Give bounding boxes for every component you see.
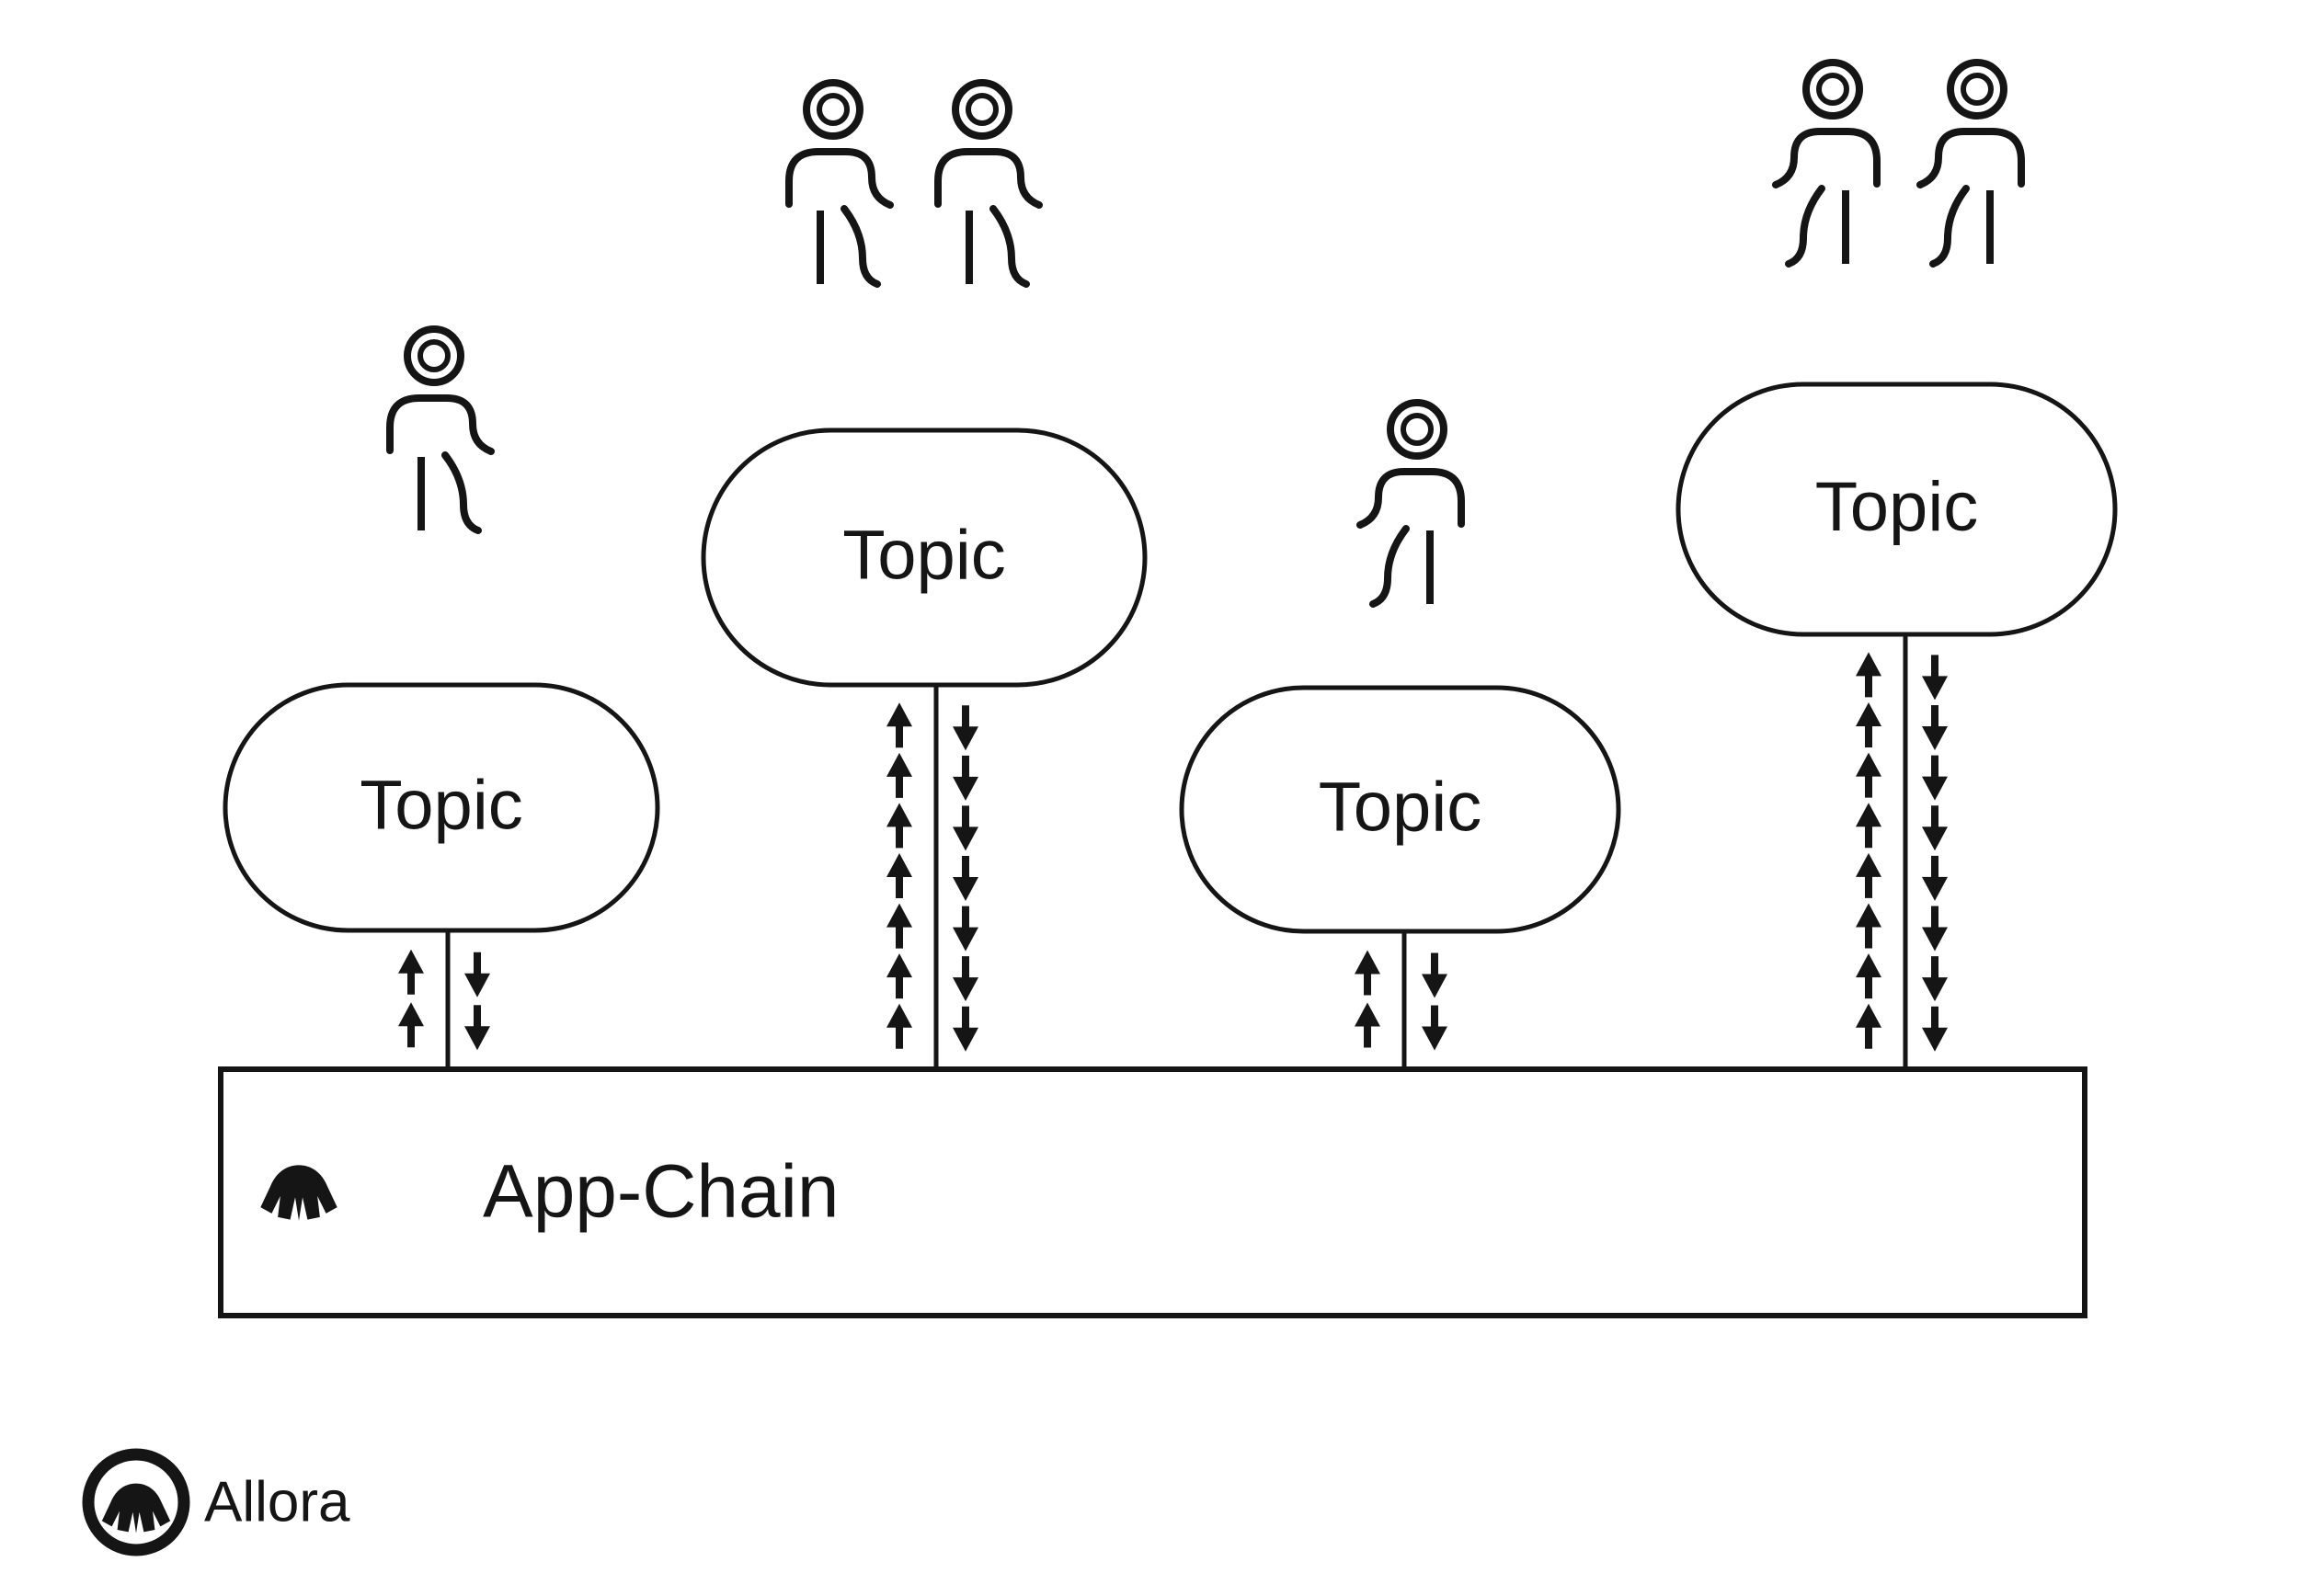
arrow-down-icon bbox=[1922, 1007, 1948, 1052]
app-chain-bar[interactable]: App-Chain bbox=[218, 1066, 2087, 1318]
brand-name: Allora bbox=[204, 1470, 350, 1533]
topic-label: Topic bbox=[1319, 769, 1481, 847]
topic-label: Topic bbox=[842, 517, 1005, 595]
arrow-up-icon bbox=[886, 753, 912, 798]
topic-pill[interactable] bbox=[223, 682, 660, 933]
arrow-up-icon bbox=[886, 904, 912, 949]
topic-pill[interactable] bbox=[1675, 382, 2118, 637]
person-icon bbox=[390, 329, 491, 530]
arrow-down-icon bbox=[1922, 805, 1948, 850]
person-icon bbox=[1920, 63, 2021, 264]
app-chain-label: App-Chain bbox=[483, 1150, 839, 1234]
arrow-down-icon bbox=[953, 756, 978, 801]
allora-circle-shell-icon bbox=[82, 1448, 190, 1556]
topic-pill[interactable] bbox=[1179, 685, 1621, 934]
arrow-down-icon bbox=[1922, 956, 1948, 1001]
arrow-up-icon bbox=[1856, 652, 1881, 697]
arrow-down-icon bbox=[1922, 756, 1948, 801]
topic-group: Topic bbox=[223, 329, 660, 1069]
arrow-down-icon bbox=[1922, 705, 1948, 750]
arrow-down-icon bbox=[1922, 856, 1948, 901]
arrow-up-icon bbox=[1856, 953, 1881, 998]
arrow-up-icon bbox=[1856, 803, 1881, 848]
arrow-down-icon bbox=[1422, 1006, 1447, 1051]
arrow-up-icon bbox=[886, 953, 912, 998]
topic-label: Topic bbox=[360, 767, 522, 845]
person-icon bbox=[1360, 403, 1461, 604]
arrow-up-icon bbox=[886, 1004, 912, 1049]
app-chain-rect bbox=[218, 1066, 2087, 1318]
topic-pill[interactable] bbox=[701, 428, 1148, 688]
arrow-up-icon bbox=[1856, 1004, 1881, 1049]
person-icon bbox=[1776, 63, 1877, 264]
arrow-down-icon bbox=[1422, 953, 1447, 998]
arrow-up-icon bbox=[1856, 702, 1881, 747]
person-icon bbox=[789, 83, 890, 284]
person-icon bbox=[938, 83, 1039, 284]
arrow-up-icon bbox=[886, 853, 912, 898]
arrow-up-icon bbox=[1355, 1003, 1380, 1048]
arrow-down-icon bbox=[953, 956, 978, 1001]
arrow-down-icon bbox=[953, 1007, 978, 1052]
arrow-down-icon bbox=[1922, 655, 1948, 700]
arrow-up-icon bbox=[1856, 903, 1881, 948]
arrow-down-icon bbox=[1922, 906, 1948, 951]
arrow-up-icon bbox=[398, 950, 424, 995]
arrow-up-icon bbox=[398, 1002, 424, 1047]
arrow-up-icon bbox=[1355, 951, 1380, 996]
footer-brand: Allora bbox=[82, 1448, 350, 1556]
arrow-down-icon bbox=[953, 805, 978, 850]
topic-label: Topic bbox=[1815, 468, 1978, 546]
arrow-down-icon bbox=[953, 705, 978, 750]
topic-group: Topic bbox=[1179, 403, 1621, 1069]
arrow-up-icon bbox=[1856, 753, 1881, 798]
arrow-up-icon bbox=[886, 702, 912, 747]
arrow-down-icon bbox=[953, 856, 978, 901]
arrow-up-icon bbox=[1856, 853, 1881, 898]
topic-group: Topic bbox=[1675, 63, 2118, 1069]
arrow-down-icon bbox=[464, 1005, 490, 1050]
arrow-up-icon bbox=[886, 803, 912, 848]
arrow-down-icon bbox=[953, 906, 978, 952]
arrow-down-icon bbox=[464, 952, 490, 998]
topic-group: Topic bbox=[701, 83, 1148, 1069]
